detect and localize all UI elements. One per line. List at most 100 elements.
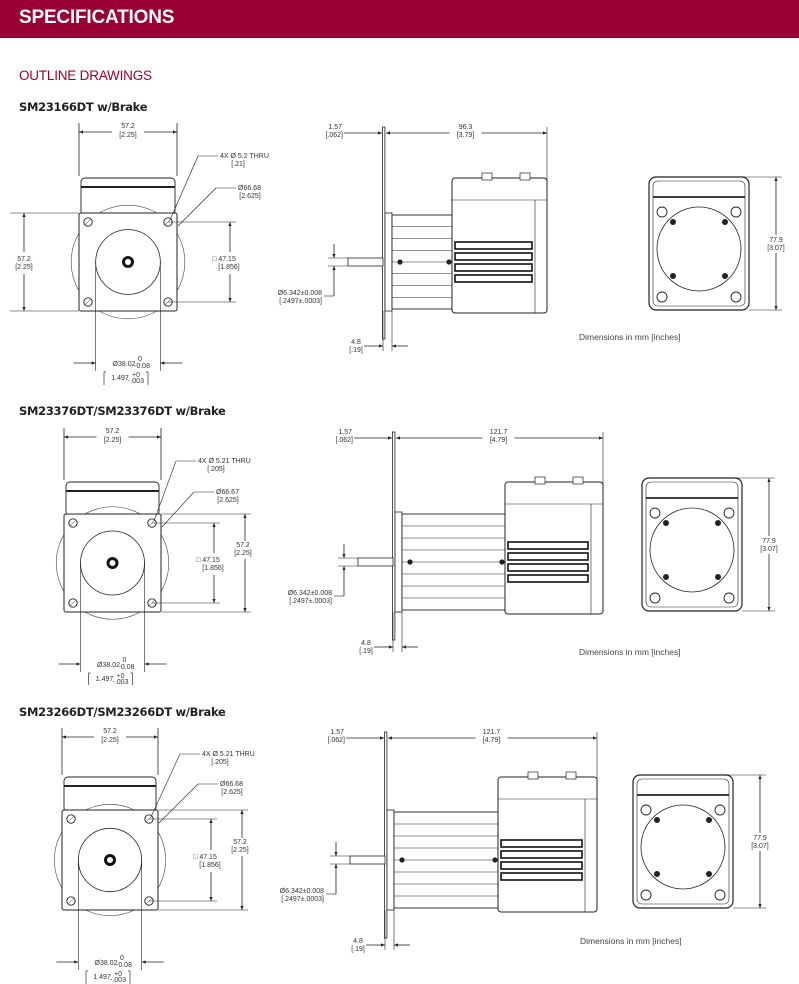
pilot-in-label: 1.497	[93, 974, 111, 981]
cover-screw	[663, 520, 669, 526]
dimension-arrow	[342, 566, 346, 570]
pilot-depth-in-label: [.19]	[351, 946, 365, 953]
hole-mark	[70, 600, 76, 606]
length-mm-label: 121.7	[483, 729, 501, 736]
shaft-mm-label: Ø6.342±0.008	[278, 290, 322, 297]
model-title-2: SM23376DT/SM23376DT w/Brake	[19, 404, 226, 418]
dimension-arrow	[154, 735, 158, 739]
holes-in-label: [.21]	[231, 161, 245, 168]
hole-mark	[68, 816, 74, 822]
cover-screw	[654, 817, 660, 823]
cover-screw	[654, 871, 660, 877]
flange-plate	[392, 431, 396, 641]
pilot-tol-lower: -0.08	[116, 962, 132, 969]
vent-slot	[454, 241, 533, 250]
shaft-in-label: [.2497±.0003]	[279, 298, 322, 305]
dimension-arrow	[240, 906, 244, 910]
rear-height-mm-label: 77.9	[753, 835, 767, 842]
shaft-in-label: [.2497±.0003]	[289, 598, 332, 605]
rear-height-in-label: [3.07]	[760, 546, 778, 553]
dimensions-note: Dimensions in mm [inches]	[579, 647, 681, 657]
page-title: SPECIFICATIONS	[19, 7, 175, 28]
pilot-boss	[386, 809, 395, 911]
rear-cover	[656, 206, 742, 292]
square-in-label: [1.856]	[218, 264, 239, 271]
dimension-arrow	[141, 960, 146, 964]
dimension-arrow	[64, 435, 68, 439]
length-mm-label: 96.3	[459, 124, 473, 131]
bolt-circle	[55, 506, 170, 620]
dimension-arrow	[379, 344, 383, 348]
rear-mounting-hole	[723, 507, 735, 519]
dimension-arrow	[388, 436, 392, 440]
dimension-arrow	[381, 943, 385, 947]
flange-plate	[382, 126, 386, 340]
vent-slot	[507, 541, 589, 550]
rear-mounting-hole	[640, 889, 652, 901]
pilot-tol-in-lower: -.003	[110, 977, 126, 984]
flange-plate	[384, 731, 388, 939]
leader-line	[177, 187, 217, 227]
square-mm-label: □ 47.15	[212, 256, 236, 263]
width-in-label: [2.25]	[101, 737, 119, 744]
bolt-circle-in-label: [2.625]	[221, 789, 242, 796]
cover-screw	[670, 273, 676, 279]
bolt-circle-mm-label: Ø66.68	[238, 185, 261, 192]
bolt-circle	[70, 204, 186, 320]
square-mm-label: □ 47.15	[193, 854, 217, 861]
dimension-arrow	[62, 735, 66, 739]
vent-slot	[507, 563, 589, 572]
rear-view: 77.9[3.07]Dimensions in mm [inches]	[580, 774, 769, 946]
rear-cover	[649, 507, 735, 593]
rear-view: 77.9[3.07]Dimensions in mm [inches]	[579, 477, 778, 657]
dimension-arrow	[388, 736, 392, 740]
square-in-label: [1.856]	[202, 565, 223, 572]
height-in-label: [2.25]	[15, 264, 33, 271]
bolt-circle	[54, 804, 166, 916]
side-view: 1.57[.062]121.7[4.79]Ø6.342±0.008[.2497±…	[288, 429, 604, 655]
flange-mm-label: 1.57	[338, 429, 352, 436]
pilot-mm-label: Ø38.02	[97, 662, 120, 669]
dimension-arrow	[767, 607, 771, 611]
vent-slot	[500, 839, 583, 848]
cover-screw	[663, 574, 669, 580]
cover-screw	[715, 574, 721, 580]
rear-mounting-hole	[649, 507, 661, 519]
length-in-label: [4.79]	[483, 737, 501, 744]
rear-mounting-hole	[656, 291, 668, 303]
leader-line	[153, 460, 177, 522]
shaft-mm-label: Ø6.342±0.008	[280, 888, 324, 895]
dimension-arrow	[79, 130, 83, 134]
shaft-center	[109, 560, 116, 566]
pilot-tol-in-upper: +0	[114, 971, 122, 978]
rear-view: 77.9[3.07]Dimensions in mm [inches]	[579, 176, 785, 342]
dimension-arrow	[392, 344, 396, 348]
pilot-boss	[384, 212, 393, 312]
model-title-3: SM23266DT/SM23266DT w/Brake	[19, 705, 226, 719]
height-mm-label: 57.2	[17, 256, 31, 263]
pilot-tol-in-lower: -.003	[128, 378, 144, 385]
dimension-arrow	[228, 222, 232, 226]
flange-mm-label: 1.57	[328, 124, 342, 131]
connector	[527, 771, 539, 780]
length-mm-label: 121.7	[490, 429, 508, 436]
pilot-tol-lower: -0.08	[119, 664, 135, 671]
square-in-label: [1.856]	[199, 862, 220, 869]
connector-housing	[80, 177, 176, 216]
width-mm-label: 57.2	[121, 123, 135, 130]
flange-in-label: [.062]	[325, 132, 343, 139]
dimension-arrow	[22, 213, 26, 217]
hole-mark	[68, 898, 74, 904]
shaft-center	[125, 259, 131, 265]
cover-screw	[706, 817, 712, 823]
pilot-tol-in-upper: +0	[117, 673, 125, 680]
pilot-boss	[394, 511, 403, 613]
flange-in-label: [.062]	[327, 737, 345, 744]
dimension-arrow	[332, 254, 336, 258]
holes-mm-label: 4X Ø 5.21 THRU	[198, 458, 251, 465]
leader-line	[150, 753, 181, 818]
dimension-arrow	[380, 736, 384, 740]
vent-slot	[454, 274, 533, 283]
height-mm-label: 57.2	[233, 839, 247, 846]
